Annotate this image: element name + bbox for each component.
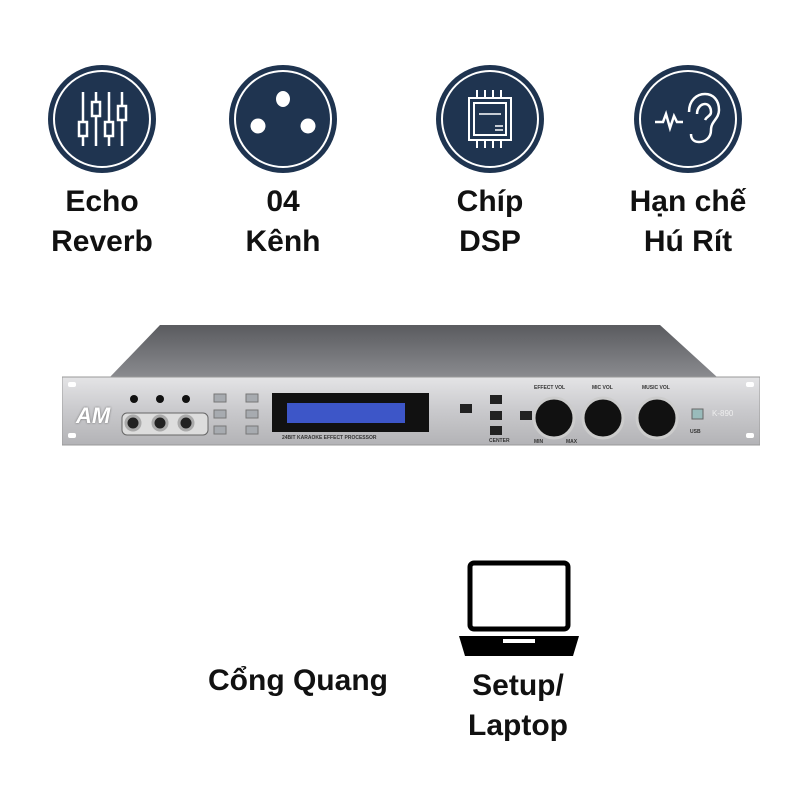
- display-caption: 24BIT KARAOKE EFFECT PROCESSOR: [282, 435, 377, 441]
- setup-line1: Setup/: [472, 669, 564, 702]
- setup-laptop-label: Setup/ Laptop: [418, 666, 618, 746]
- dsp-chip-icon: [468, 90, 512, 148]
- feature-label-line2: Kênh: [245, 225, 321, 258]
- feature-label-line2: DSP: [459, 225, 521, 258]
- min-label: MIN: [534, 439, 544, 445]
- feature-label-line1: Hạn chế: [629, 185, 747, 218]
- knob-label-mic: MIC VOL: [592, 385, 613, 391]
- laptop-icon: [457, 560, 581, 665]
- feature-label-line1: Chíp: [456, 185, 524, 218]
- usb-label: USB: [690, 429, 701, 435]
- equalizer-sliders-icon: [77, 92, 128, 146]
- xlr-connector-icon: [250, 91, 316, 134]
- brand-logo: AM: [76, 403, 111, 428]
- optical-port-label: Cổng Quang: [208, 664, 388, 697]
- model-label: K-890: [712, 409, 734, 418]
- feature-anti-feedback: Hạn chế Hú Rít: [598, 66, 778, 262]
- feature-label-line2: Hú Rít: [643, 225, 733, 258]
- feature-label-line1: 04: [266, 185, 300, 218]
- max-label: MAX: [566, 439, 578, 445]
- knob-label-music: MUSIC VOL: [642, 385, 670, 391]
- setup-line2: Laptop: [468, 709, 568, 742]
- center-label: CENTER: [489, 438, 510, 444]
- knob-label-effect: EFFECT VOL: [534, 385, 566, 391]
- feature-label-line2: Reverb: [51, 225, 153, 258]
- feature-label-line1: Echo: [65, 185, 139, 218]
- karaoke-effect-processor-image: AM 24BIT KARAOKE EFFECT PROCESSOR EFFECT…: [61, 325, 761, 455]
- ear-feedback-icon: [655, 92, 721, 144]
